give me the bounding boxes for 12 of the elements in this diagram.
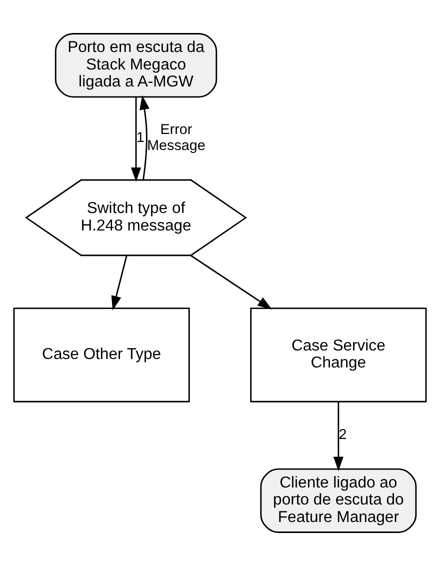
arrow [190,254,272,309]
edge-label: Error Message [147,122,206,154]
arrow [140,94,150,180]
node-box: Cliente ligado ao porto de escuta do Feature Manager [260,468,417,532]
arrow [111,255,128,310]
node-box: Case Other Type [13,307,190,402]
edge-label: 2 [338,426,347,442]
node-box: Case Service Change [250,307,427,402]
edge-label: 1 [136,130,144,146]
arrow [333,402,344,471]
node-box: Porto em escuta da Stack Megaco ligada a A-MGW [54,32,218,98]
arrow [130,96,142,182]
